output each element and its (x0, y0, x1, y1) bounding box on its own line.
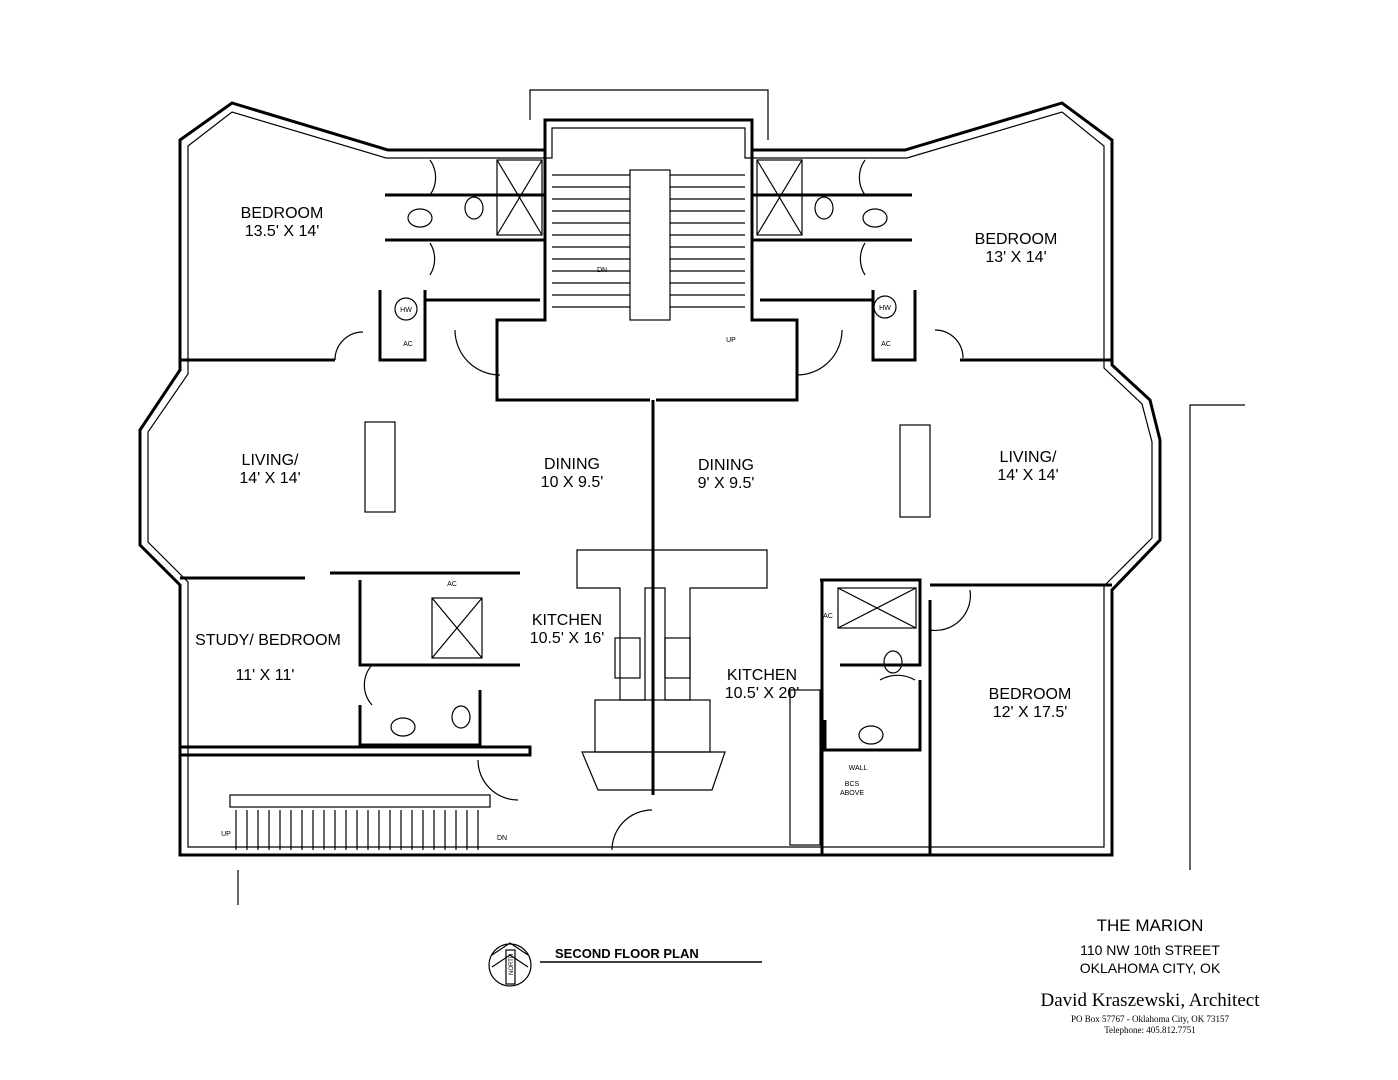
room-name: BEDROOM (989, 686, 1072, 703)
project-address-1: 110 NW 10th STREET (1080, 942, 1220, 958)
north-label: NORTH (509, 954, 515, 975)
svg-text:DN: DN (597, 267, 607, 274)
room-size: 10.5' X 16' (530, 630, 605, 647)
site-line (1189, 404, 1245, 870)
room-name: BEDROOM (241, 205, 324, 222)
exterior-wall (138, 101, 1162, 857)
room-labels: BEDROOM 13.5' X 14' BEDROOM 13' X 14' LI… (195, 205, 1071, 721)
interior-walls (180, 150, 1112, 855)
north-arrow-icon: NORTH (488, 942, 532, 987)
kitchen-counters (576, 549, 821, 846)
architect-po-box: PO Box 57767 - Oklahoma City, OK 73157 (1071, 1014, 1229, 1024)
svg-text:HW: HW (400, 307, 412, 314)
svg-text:UP: UP (221, 831, 231, 838)
room-size: 13.5' X 14' (245, 223, 320, 240)
room-size: 14' X 14' (997, 467, 1058, 484)
svg-text:WALL: WALL (849, 765, 868, 772)
architect-name: David Kraszewski, Architect (1040, 990, 1260, 1011)
svg-text:HW: HW (879, 305, 891, 312)
room-size: 12' X 17.5' (993, 704, 1068, 721)
svg-text:BCS: BCS (845, 781, 860, 788)
island (364, 421, 396, 513)
room-size: 11' X 11' (236, 667, 295, 684)
svg-text:DN: DN (497, 835, 507, 842)
svg-text:AC: AC (403, 341, 413, 348)
fixture-labels: HW AC HW AC AC AC DN UP UP DN WALL BCS A… (221, 267, 891, 842)
room-name: BEDROOM (975, 231, 1058, 248)
svg-text:AC: AC (881, 341, 891, 348)
svg-text:UP: UP (726, 337, 736, 344)
room-name: DINING (698, 457, 754, 474)
room-size: 10 X 9.5' (541, 474, 604, 491)
project-name: THE MARION (1096, 916, 1204, 935)
doors (334, 159, 972, 851)
room-size: 14' X 14' (239, 470, 300, 487)
room-size: 13' X 14' (985, 249, 1046, 266)
room-name: LIVING/ (1000, 449, 1057, 466)
project-address-2: OKLAHOMA CITY, OK (1079, 960, 1221, 976)
bath-fixtures (390, 159, 917, 745)
svg-text:AC: AC (447, 581, 457, 588)
island (899, 424, 931, 518)
svg-text:AC: AC (823, 613, 833, 620)
stair-cap (529, 89, 769, 140)
room-name: LIVING/ (242, 452, 299, 469)
exterior-wall-inner (147, 111, 1153, 848)
room-size: 10.5' X 20' (725, 685, 800, 702)
room-name: KITCHEN (532, 612, 602, 629)
plan-title: SECOND FLOOR PLAN (555, 946, 699, 961)
room-name: KITCHEN (727, 667, 797, 684)
room-size: 9' X 9.5' (698, 475, 755, 492)
architect-telephone: Telephone: 405.812.7751 (1104, 1025, 1196, 1035)
room-name: STUDY/ BEDROOM (195, 632, 341, 649)
room-name: DINING (544, 456, 600, 473)
bottom-stair (229, 794, 491, 850)
central-stair (552, 169, 745, 321)
svg-text:ABOVE: ABOVE (840, 790, 864, 797)
